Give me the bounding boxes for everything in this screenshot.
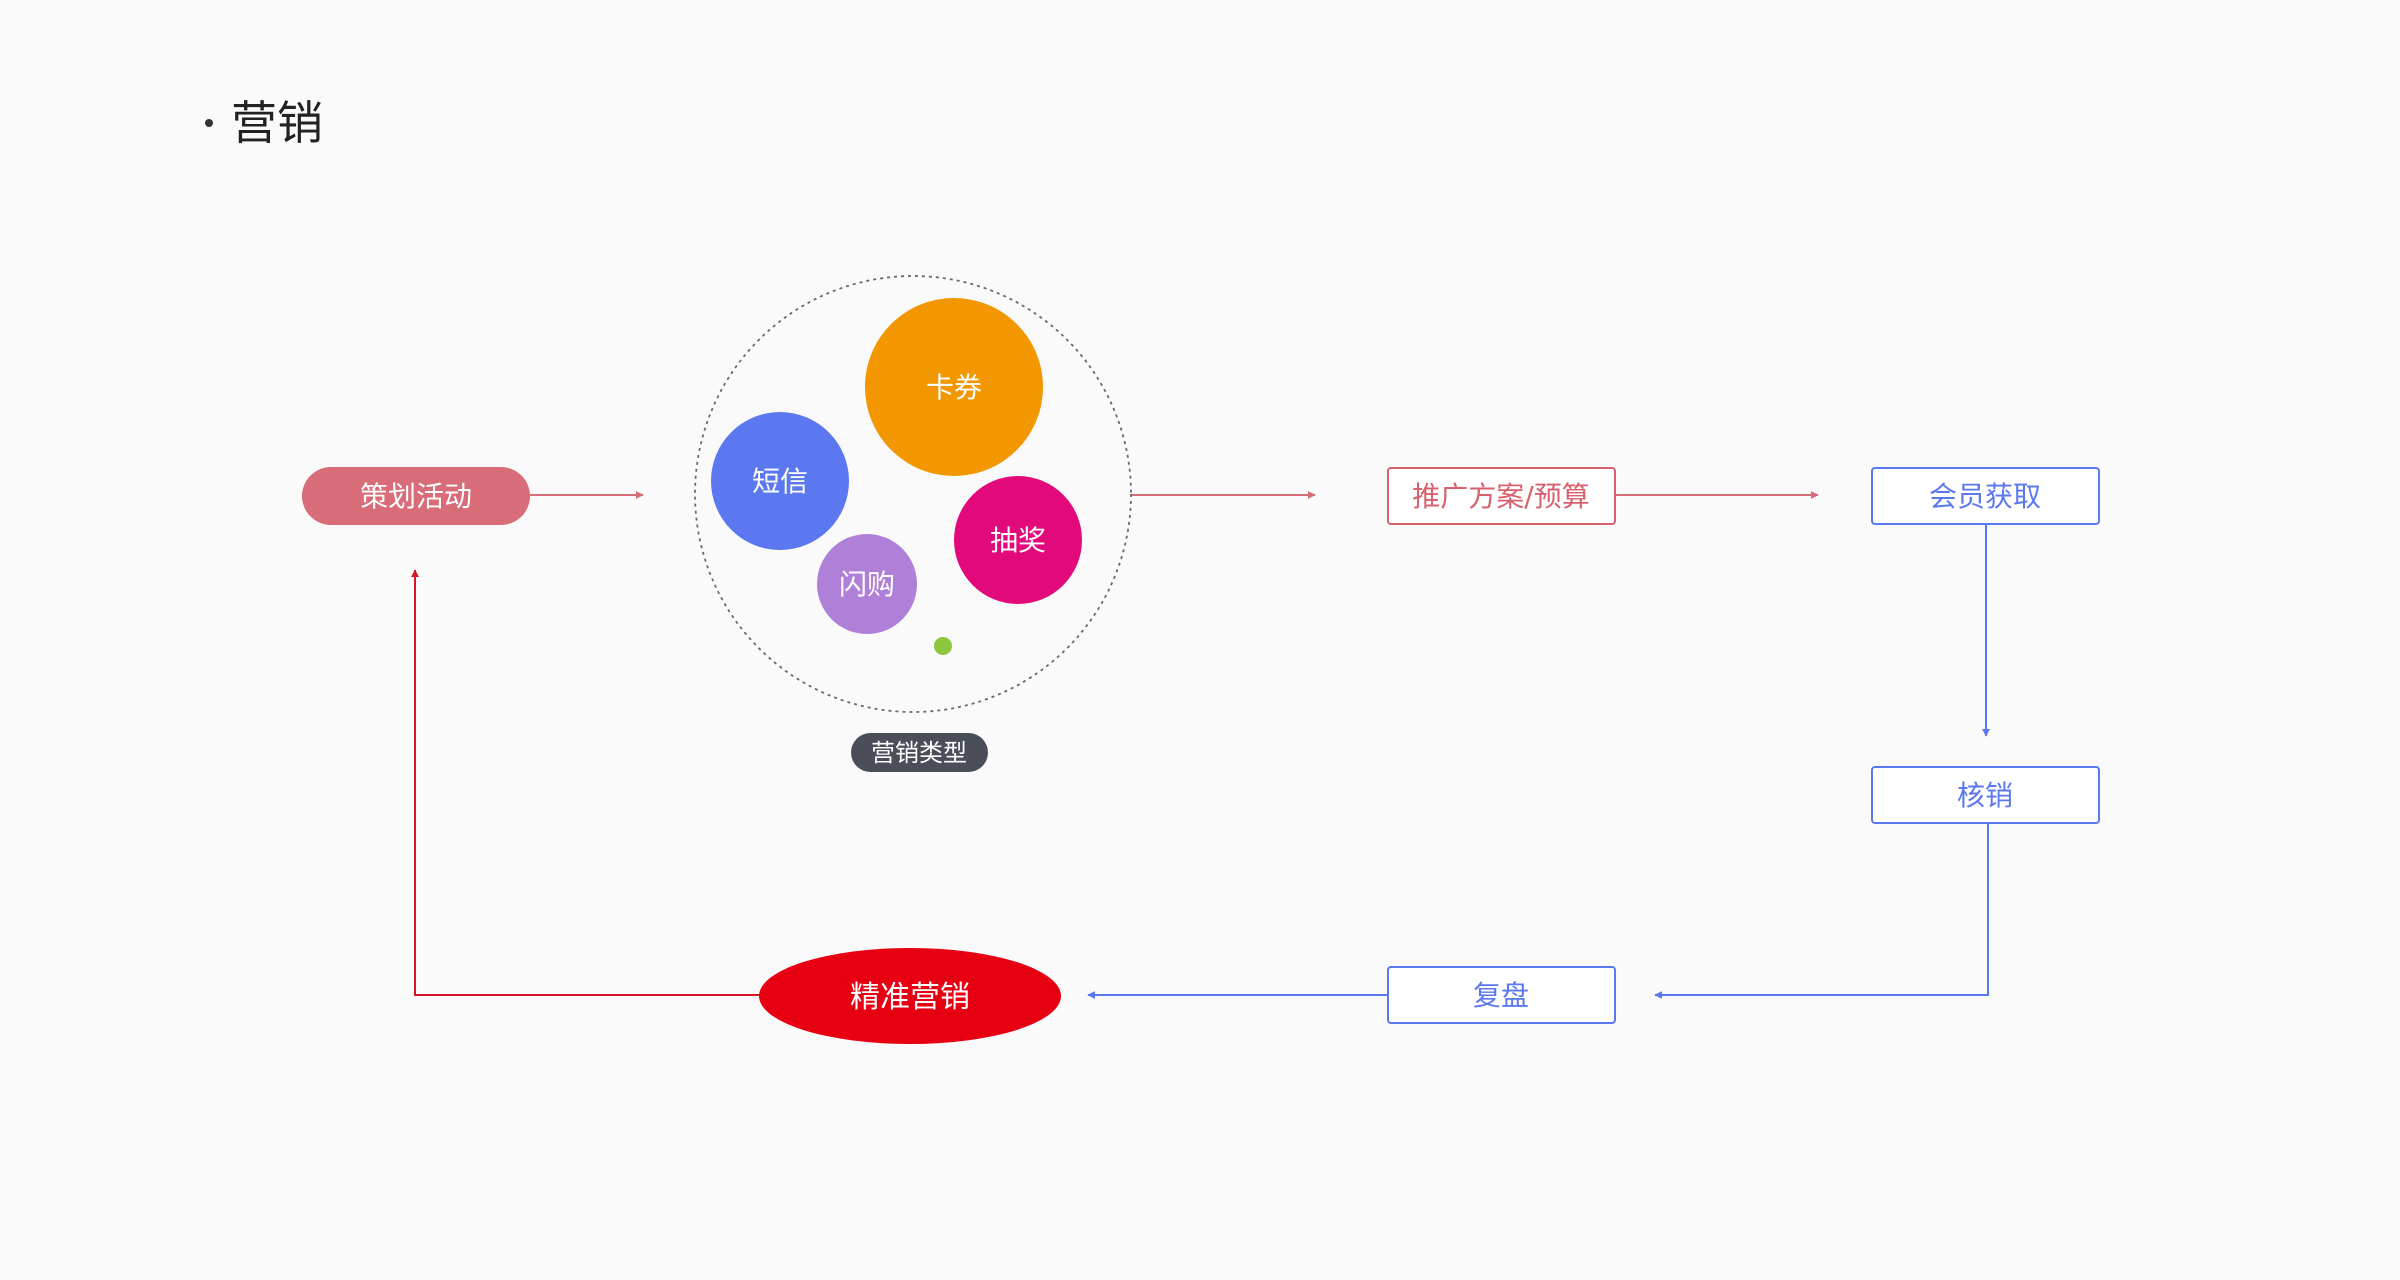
lottery-label: 抽奖 [990,524,1046,557]
marketing-types-pill [851,733,988,772]
page-title: 营销 [205,100,323,146]
marketing-types-label: 营销类型 [871,739,967,767]
precise-marketing-label: 精准营销 [850,980,970,1015]
plan-activity-label: 策划活动 [360,480,472,513]
verify-to-review-arrow [1654,823,1989,999]
promo-plan-budget-node[interactable] [1387,467,1616,525]
small-green-dot [934,637,952,655]
member-acquisition-label: 会员获取 [1929,480,2041,513]
flash-sale-label: 闪购 [839,568,895,601]
sms-bubble[interactable] [711,412,849,550]
flash-sale-bubble[interactable] [817,534,917,634]
precise-marketing-node[interactable] [759,948,1061,1044]
member-acquisition-node[interactable] [1871,467,2100,525]
verification-node[interactable] [1871,766,2100,824]
precise-to-plan-arrow [411,569,760,996]
review-node[interactable] [1387,966,1616,1024]
sms-label: 短信 [752,465,808,498]
lottery-bubble[interactable] [954,476,1082,604]
review-label: 复盘 [1473,979,1529,1012]
coupon-bubble[interactable] [865,298,1043,476]
bullet-dot-icon [205,119,213,127]
verification-label: 核销 [1957,779,2013,812]
plan-activity-node[interactable] [302,467,530,525]
marketing-types-boundary [694,275,1132,713]
promo-plan-budget-label: 推广方案/预算 [1412,480,1589,513]
page-title-text: 营销 [231,96,323,150]
coupon-label: 卡券 [926,371,982,404]
